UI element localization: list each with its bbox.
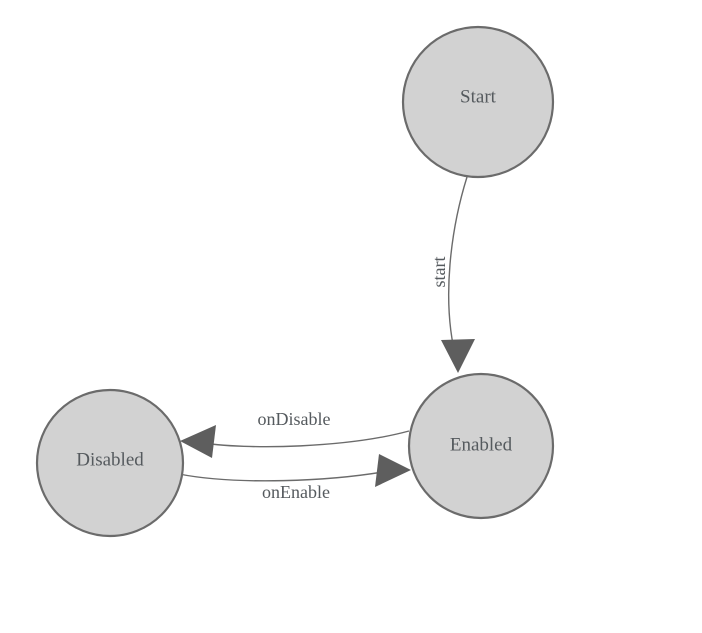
edge-enabled-to-disabled[interactable]: onDisable	[180, 409, 410, 458]
edge-start-to-enabled[interactable]: start	[429, 176, 475, 373]
node-circle-enabled[interactable]	[407, 372, 555, 520]
edge-label-start: start	[429, 257, 449, 288]
arrowhead-left-icon	[180, 425, 216, 458]
edge-disabled-to-enabled[interactable]: onEnable	[178, 454, 411, 502]
edge-path-enabled-to-disabled	[195, 430, 410, 448]
arrowhead-right-icon	[375, 454, 411, 487]
edge-path-start-to-enabled	[447, 176, 468, 363]
node-enabled[interactable]: Enabled	[407, 372, 555, 520]
node-label-start: Start	[460, 86, 497, 107]
arrowhead-down-icon	[441, 339, 475, 373]
node-circle-start[interactable]	[401, 25, 555, 179]
node-label-disabled: Disabled	[76, 449, 144, 470]
node-disabled[interactable]: Disabled	[35, 388, 185, 538]
node-label-enabled: Enabled	[450, 434, 513, 455]
edge-label-onenable: onEnable	[262, 482, 330, 502]
node-start[interactable]: Start	[401, 25, 555, 179]
edge-label-ondisable: onDisable	[258, 409, 331, 429]
node-circle-disabled[interactable]	[35, 388, 185, 538]
edge-path-disabled-to-enabled	[178, 469, 395, 482]
